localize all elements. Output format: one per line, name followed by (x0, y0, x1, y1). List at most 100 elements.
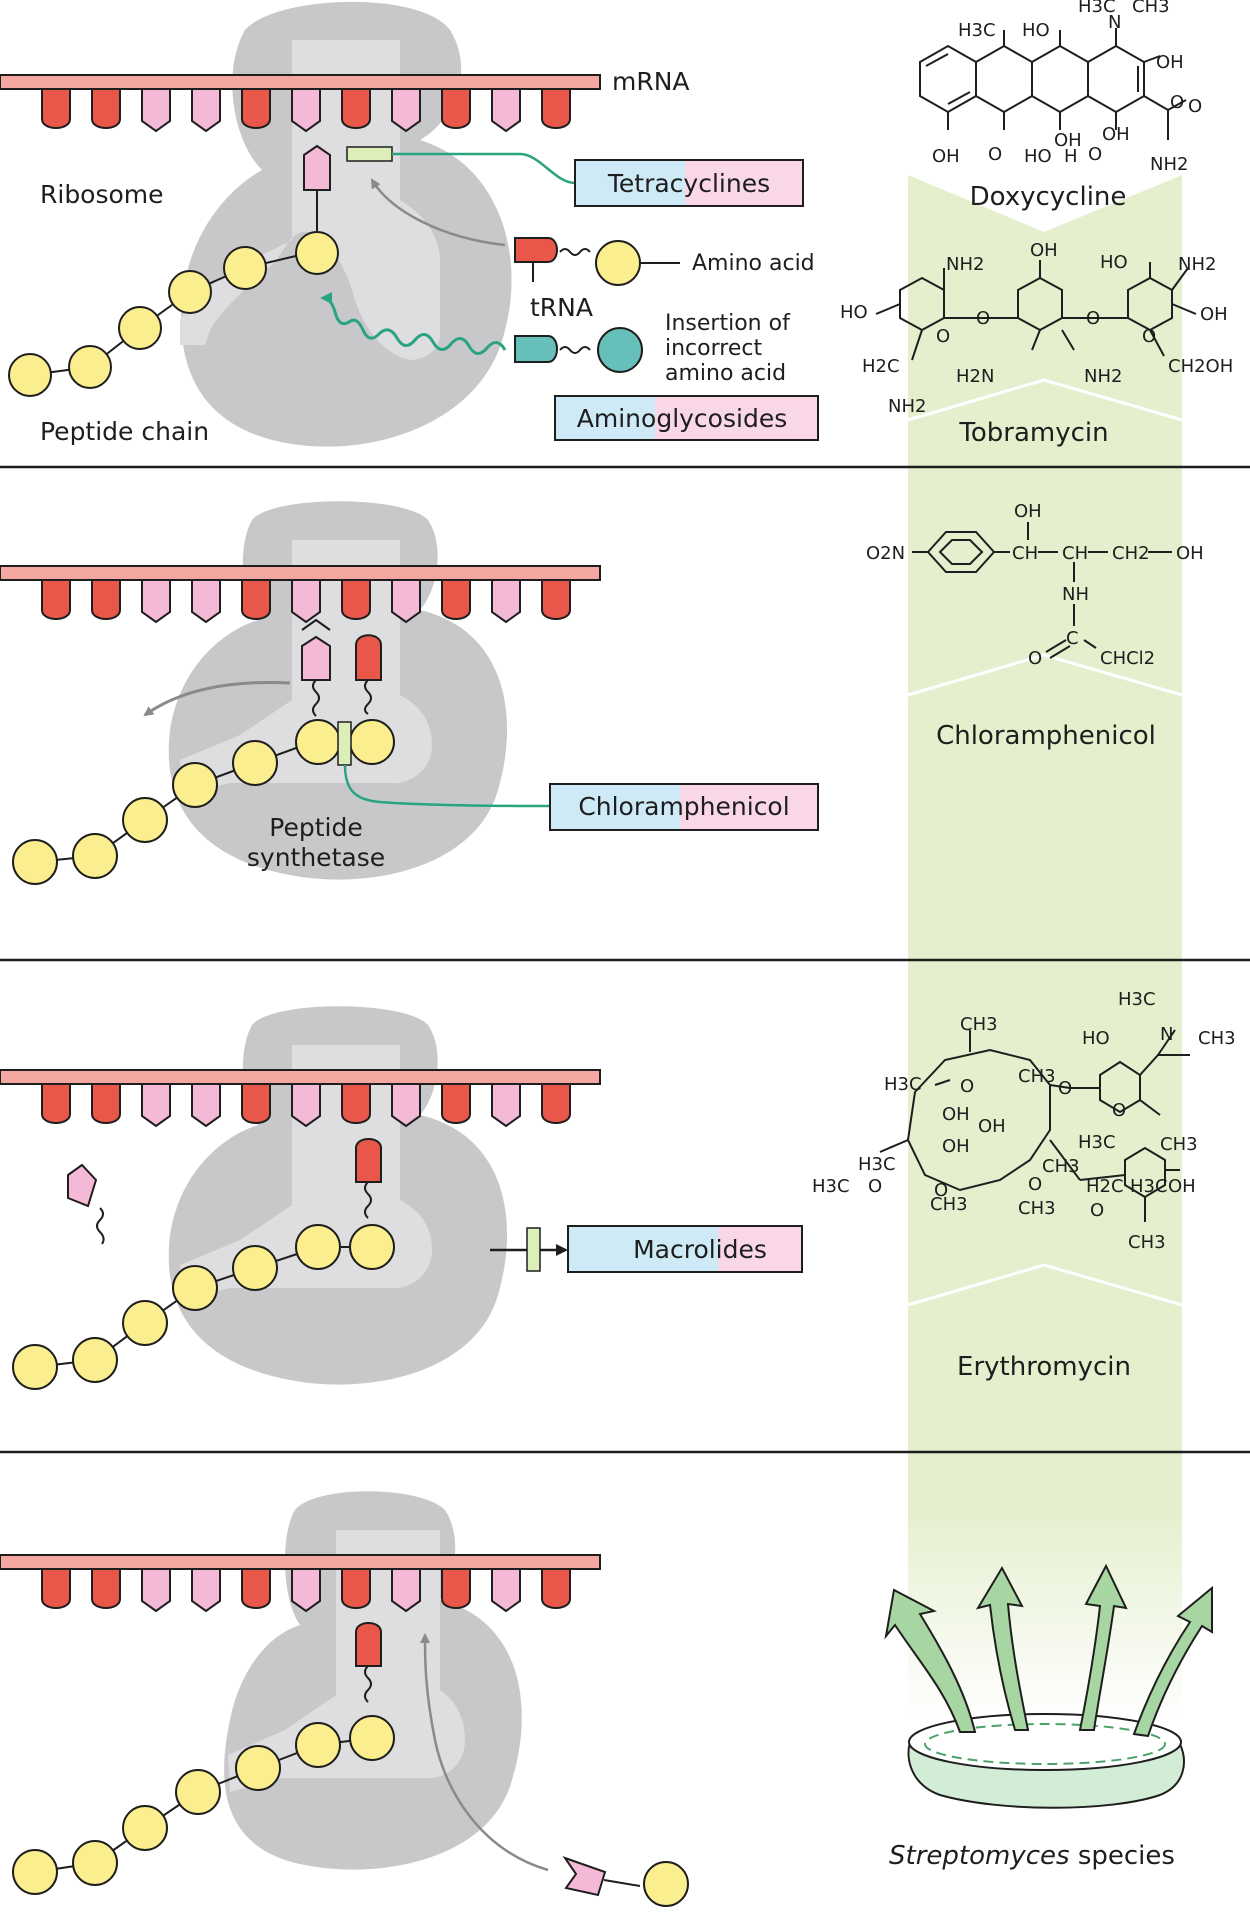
svg-text:OH: OH (942, 1104, 970, 1125)
codon-pink (141, 1083, 171, 1128)
svg-text:OH: OH (942, 1136, 970, 1157)
incoming-trna (514, 237, 680, 286)
codon-red (241, 579, 271, 620)
svg-text:H: H (1064, 146, 1078, 167)
amino-acid (172, 762, 218, 808)
svg-text:O: O (1028, 1174, 1042, 1195)
codon-pink (391, 1083, 421, 1128)
codon-red (41, 1568, 71, 1609)
svg-text:O: O (1088, 144, 1102, 165)
svg-text:H3C: H3C (1078, 0, 1116, 17)
codon-red (441, 579, 471, 620)
amino-acid (223, 246, 267, 290)
svg-text:CH3: CH3 (1042, 1156, 1080, 1177)
codon-row (41, 1083, 571, 1128)
chloramphenicol-structure (912, 522, 1172, 659)
amino-acid (643, 1861, 689, 1907)
svg-text:O2N: O2N (866, 543, 905, 564)
svg-text:C: C (1066, 628, 1079, 649)
svg-text:CH3: CH3 (960, 1014, 998, 1035)
svg-text:CH3: CH3 (1198, 1028, 1236, 1049)
mrna-strand (0, 1554, 601, 1570)
amino-acid (12, 839, 58, 885)
amino-acid (118, 306, 162, 350)
svg-text:OH: OH (1054, 130, 1082, 151)
codon-red (91, 1083, 121, 1124)
misreading-wave-arrow (320, 292, 507, 355)
mrna-strand (0, 74, 601, 90)
codon-pink (291, 1083, 321, 1128)
codon-red (41, 88, 71, 129)
amino-acid-label: Amino acid (692, 251, 815, 276)
codon-pink (491, 1568, 521, 1613)
amino-acid (349, 719, 395, 765)
amino-acid (168, 270, 212, 314)
svg-text:OH: OH (978, 1116, 1006, 1137)
svg-text:H3C: H3C (812, 1176, 850, 1197)
incoming-trna (562, 1856, 689, 1907)
svg-text:H2C: H2C (1086, 1176, 1124, 1197)
codon-red (341, 579, 371, 620)
trna-label: tRNA (530, 293, 593, 322)
amino-acid (295, 231, 339, 275)
amino-acid (122, 1805, 168, 1851)
svg-text:NH2: NH2 (888, 396, 926, 417)
svg-text:CH: CH (1062, 543, 1088, 564)
incoming-trna-arrow (420, 1633, 549, 1872)
peptide-chain (12, 1224, 395, 1390)
codon-red (541, 579, 571, 620)
svg-text:H3C: H3C (884, 1074, 922, 1095)
tetracycline-inhibitor (346, 146, 393, 162)
insertion-label: Insertion of (665, 311, 791, 336)
svg-text:CH3: CH3 (1018, 1198, 1056, 1219)
mrna-strand (0, 1069, 601, 1085)
codon-red (341, 1083, 371, 1124)
codon-red (341, 88, 371, 129)
amino-acid (295, 719, 341, 765)
erythromycin-labels: H3C CH3 N CH3 HO H3C O CH3 OH OH O O CH3… (812, 989, 1236, 1253)
panel-chloramphenicol: Chloramphenicol Peptide synthetase OH O2… (0, 501, 1204, 885)
svg-text:O: O (936, 326, 950, 347)
tobramycin-labels: NH2 OH HO NH2 HO O O O OH H2C NH2 H2N NH… (840, 240, 1233, 417)
peptide-chain (8, 231, 339, 397)
codon-red (341, 1568, 371, 1609)
macrolides-box: Macrolides (567, 1225, 803, 1273)
insertion-label: incorrect (665, 336, 762, 361)
codon-red (91, 579, 121, 620)
codon-pink (291, 579, 321, 624)
codon-pink (191, 579, 221, 624)
amino-acid (349, 1224, 395, 1270)
svg-text:OH: OH (1200, 304, 1228, 325)
mrna-label: mRNA (612, 67, 690, 96)
doxycycline-labels: H3C HO N CH3 H3C OH OH O HO O OH O H NH2… (932, 0, 1202, 175)
svg-text:O: O (960, 1076, 974, 1097)
amino-acid (68, 345, 112, 389)
svg-text:H3C: H3C (958, 20, 996, 41)
svg-text:H3C: H3C (1118, 989, 1156, 1010)
svg-text:H3C: H3C (1130, 1176, 1168, 1197)
svg-text:Chloramphenicol: Chloramphenicol (578, 792, 789, 821)
source-label: Streptomyces species (889, 1841, 1175, 1871)
svg-text:O: O (1086, 308, 1100, 329)
chloramphenicol-inhibitor (337, 721, 352, 766)
panel-macrolides: Macrolides H3C CH3 N CH3 HO H3C O CH3 OH… (0, 989, 1236, 1390)
svg-text:Aminoglycosides: Aminoglycosides (577, 404, 787, 433)
codon-red (441, 1083, 471, 1124)
compound-name: Chloramphenicol (936, 721, 1156, 751)
svg-text:O: O (976, 308, 990, 329)
compound-name: Doxycycline (970, 182, 1127, 212)
codon-pink (191, 88, 221, 133)
svg-text:H3C: H3C (1078, 1132, 1116, 1153)
amino-acid (172, 1265, 218, 1311)
svg-text:CH: CH (1012, 543, 1038, 564)
release-arrow (143, 681, 291, 717)
svg-text:CHCl2: CHCl2 (1100, 648, 1155, 669)
amino-acid (295, 1722, 341, 1768)
codon-red (241, 1083, 271, 1124)
doxycycline-structure (919, 28, 1187, 140)
svg-text:O: O (1112, 1100, 1126, 1121)
amino-acid (72, 833, 118, 879)
panel-tetracyclines-aminoglycosides: mRNA Ribosome Amino acid tRNA (0, 0, 1233, 448)
svg-text:O: O (1142, 326, 1156, 347)
